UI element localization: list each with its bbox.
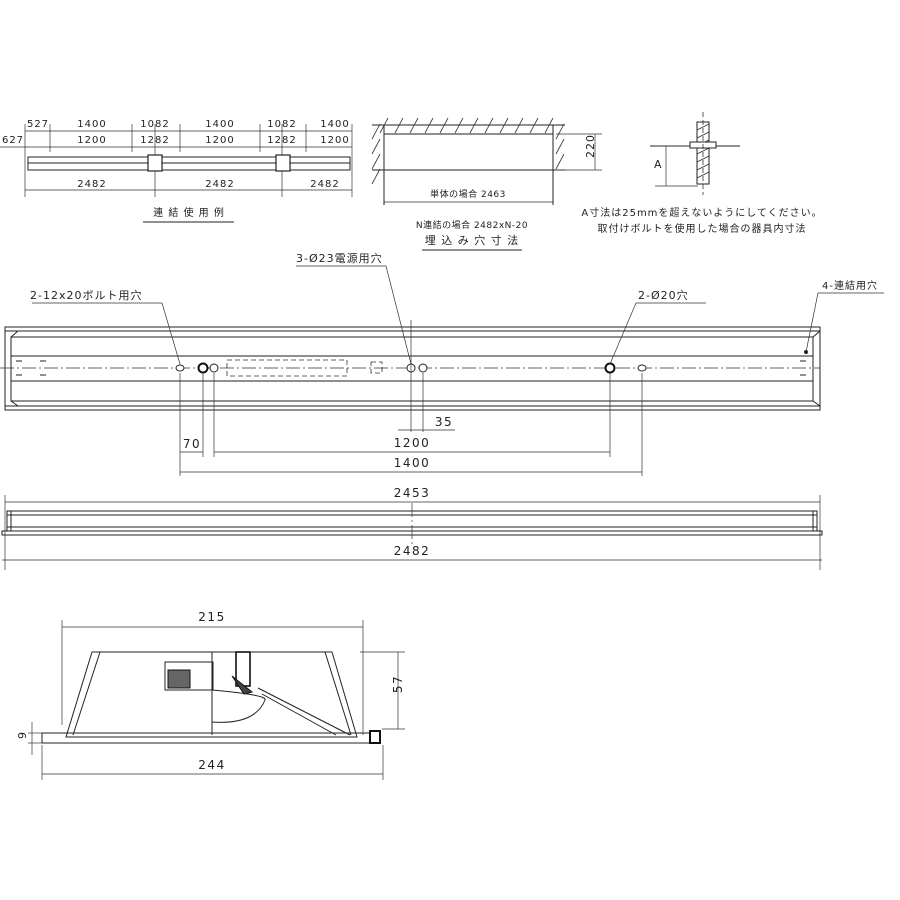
dim-second-1: 627 <box>2 135 24 146</box>
power-hole-1 <box>209 363 219 373</box>
label-area <box>226 359 348 377</box>
dim-1400: 1400 <box>394 456 431 470</box>
dim-unit-1: 2482 <box>77 179 106 190</box>
dim-2453: 2453 <box>394 486 431 500</box>
plan-view: 3-Ø23電源用穴 2-12x20ボルト用穴 2-Ø20穴 4-連結用穴 35 … <box>0 251 884 476</box>
connection-holes-label: 4-連結用穴 <box>822 279 878 292</box>
cutout-single-label: 単体の場合 2463 <box>430 188 506 200</box>
joint-1 <box>147 154 163 172</box>
power-holes-label: 3-Ø23電源用穴 <box>296 251 383 265</box>
dim-second-6: 1200 <box>320 135 349 146</box>
section-flange <box>41 732 381 744</box>
cutout-height: 220 <box>584 134 597 158</box>
bolt-detail: A A寸法は25mmを超えないようにしてください。 取付けボルトを使用した場合の… <box>581 112 822 235</box>
dim-top-2: 1400 <box>77 119 106 130</box>
dim-57: 57 <box>391 675 405 693</box>
rail-top <box>27 156 351 164</box>
dim-unit-3: 2482 <box>310 179 339 190</box>
holes-20-label: 2-Ø20穴 <box>638 288 689 302</box>
cutout-caption: 埋 込 み 穴 寸 法 <box>425 233 519 247</box>
bolt-note-line1: A寸法は25mmを超えないようにしてください。 <box>581 206 822 219</box>
bolt-slot-2 <box>637 364 647 372</box>
connection-example: 527 1400 1082 1400 1082 1400 627 1200 12… <box>0 119 353 223</box>
dim-second-4: 1200 <box>205 135 234 146</box>
dim-second-5: 1282 <box>267 135 296 146</box>
dim-70: 70 <box>183 437 201 451</box>
dim-9: 9 <box>16 731 29 739</box>
rail-bottom <box>27 162 351 171</box>
hole-20-1 <box>197 362 209 374</box>
bolt-slot-1 <box>175 364 185 372</box>
cutout-n-label: N連結の場合 2482xN-20 <box>416 219 528 231</box>
section-housing <box>65 651 358 738</box>
cutout-dimensions: 220 単体の場合 2463 N連結の場合 2482xN-20 埋 込 み 穴 … <box>371 117 602 251</box>
dim-244: 244 <box>198 758 225 772</box>
joint-2 <box>275 154 291 172</box>
socket <box>164 661 214 691</box>
side-view: 2453 2482 <box>1 486 823 570</box>
connection-caption: 連 結 使 用 例 <box>153 206 225 219</box>
dim-top-6: 1400 <box>320 119 349 130</box>
plan-outline <box>4 326 821 411</box>
section-view: 215 57 9 244 <box>16 610 405 780</box>
dim-215: 215 <box>198 610 225 624</box>
bolt-holes-label: 2-12x20ボルト用穴 <box>30 288 142 302</box>
dim-1200: 1200 <box>394 436 431 450</box>
dim-2482: 2482 <box>394 544 431 558</box>
bolt-note-line2: 取付けボルトを使用した場合の器具内寸法 <box>598 222 807 235</box>
dim-second-3: 1282 <box>140 135 169 146</box>
dim-top-3: 1082 <box>140 119 169 130</box>
cutout-rect <box>383 133 554 171</box>
bolt-dimension-letter: A <box>654 158 663 171</box>
dim-unit-2: 2482 <box>205 179 234 190</box>
hole-20-2 <box>604 362 616 374</box>
power-hole-3 <box>418 363 428 373</box>
dim-top-4: 1400 <box>205 119 234 130</box>
dim-second-2: 1200 <box>77 135 106 146</box>
dim-35: 35 <box>435 415 453 429</box>
dim-top-1: 527 <box>27 119 49 130</box>
dim-top-5: 1082 <box>267 119 296 130</box>
